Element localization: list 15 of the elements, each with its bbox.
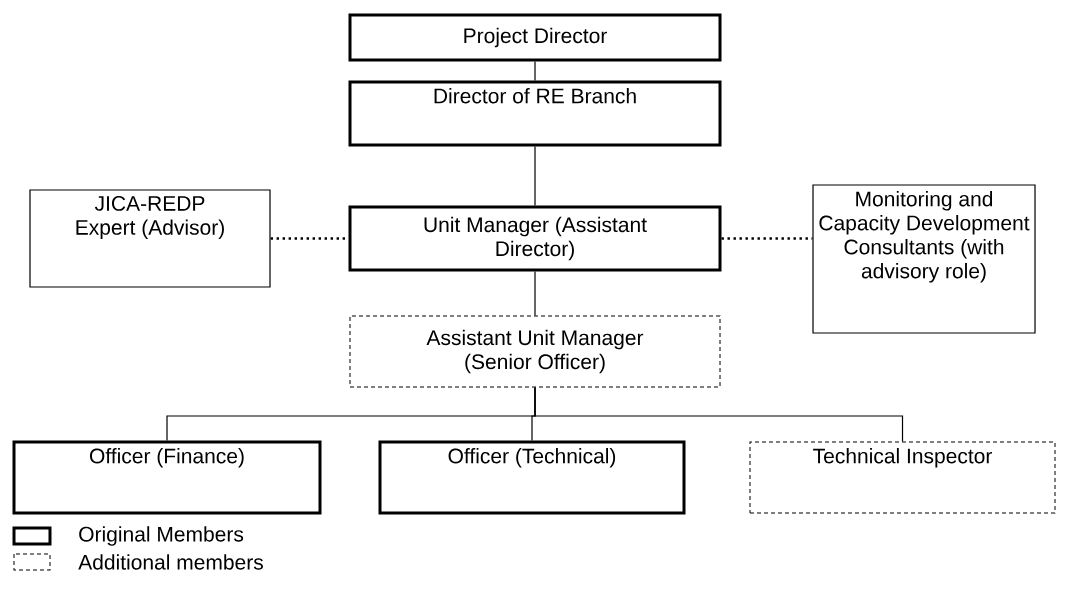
org-box: Officer (Finance): [12, 440, 322, 515]
connector-line: [534, 60, 536, 82]
connector-line: [534, 270, 536, 317]
org-box: Unit Manager (Assistant Director): [348, 205, 722, 272]
legend-text: Additional members: [78, 554, 263, 570]
org-box: Officer (Technical): [378, 440, 686, 515]
org-box: Assistant Unit Manager (Senior Officer): [349, 315, 721, 388]
connector-line: [534, 145, 536, 207]
org-box: JICA-REDP Expert (Advisor): [29, 189, 271, 288]
org-box: Technical Inspector: [749, 441, 1056, 514]
legend-text: Original Members: [79, 526, 244, 546]
connector-line: [534, 386, 904, 443]
org-box: Director of RE Branch: [348, 80, 722, 147]
org-box: Project Director: [348, 13, 722, 62]
org-box: Monitoring and Capacity Development Consultants (with advisory role): [812, 184, 1036, 334]
